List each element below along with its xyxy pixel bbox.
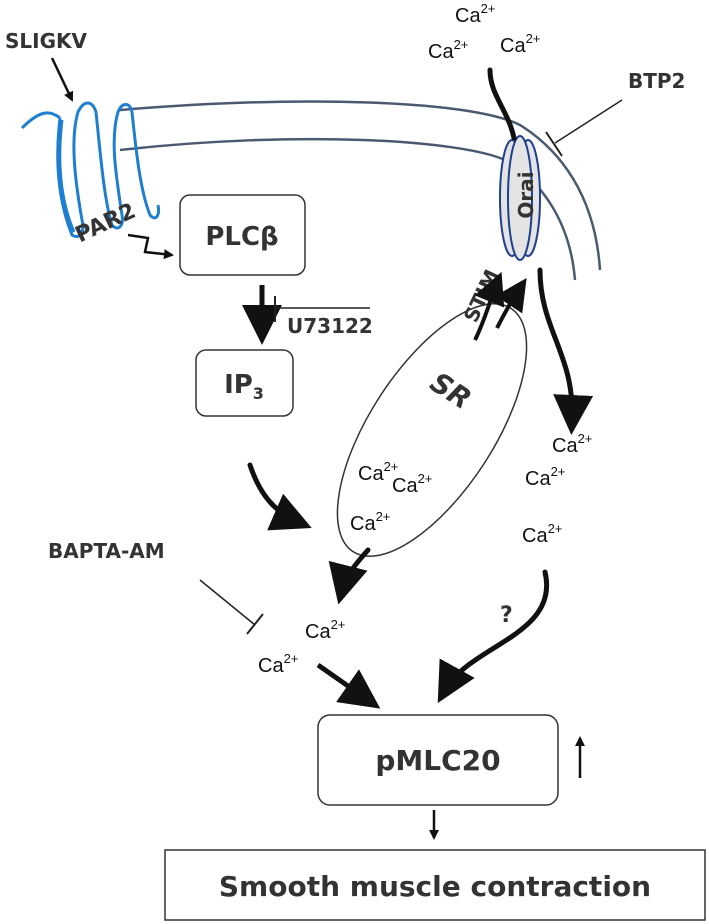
extracellular-calcium-group: Ca2+ Ca2+ Ca2+: [428, 1, 540, 63]
cytosolic-calcium-left: Ca2+ Ca2+: [258, 617, 345, 677]
ext-ca-2: Ca2+: [428, 37, 468, 63]
plcb-box: [179, 194, 306, 276]
btp2-label: BTP2: [628, 69, 685, 93]
right-ca-2: Ca2+: [525, 464, 565, 490]
ip3-main-text: IP: [224, 370, 253, 400]
orai-label: Orai: [514, 171, 538, 218]
u73122-inhibitor: [274, 296, 370, 322]
stim-arrow-1: [473, 271, 505, 341]
right-calcium-to-pmlc-arrow: [437, 569, 550, 704]
contraction-label: Smooth muscle contraction: [219, 870, 651, 903]
sr-ca-1: Ca2+: [358, 459, 398, 485]
par2-receptor: [20, 101, 160, 238]
plcb-label: PLCβ: [205, 222, 278, 252]
sr-ca-2: Ca2+: [392, 471, 432, 497]
ip3-subscript: 3: [253, 384, 264, 403]
orai-to-cytosol-arrow: [537, 267, 594, 435]
ip3-label: IP3: [224, 370, 264, 403]
ip3-box: [195, 349, 294, 417]
cytosolic-calcium-right: Ca2+ Ca2+ Ca2+: [522, 431, 592, 547]
left-calcium-to-pmlc-arrow: [316, 662, 381, 709]
right-ca-1: Ca2+: [552, 431, 592, 457]
contraction-box: [164, 849, 706, 921]
cell-membrane: [119, 100, 602, 281]
sligkv-label: SLIGKV: [5, 29, 88, 53]
calcium-influx-line: [487, 67, 517, 141]
ext-ca-1: Ca2+: [455, 1, 495, 27]
btp2-inhibitor: [545, 99, 623, 157]
left-ca-2: Ca2+: [258, 651, 298, 677]
ext-ca-3: Ca2+: [500, 31, 540, 57]
par2-to-plcb-arrow: [127, 233, 174, 260]
right-ca-3: Ca2+: [522, 521, 562, 547]
bapta-label: BAPTA-AM: [48, 539, 165, 563]
ip3-to-sr-arrow: [247, 462, 312, 531]
membrane-outer-line: [119, 100, 602, 271]
u73122-label: U73122: [287, 314, 373, 338]
pmlc20-label: pMLC20: [375, 744, 500, 777]
left-ca-1: Ca2+: [305, 617, 345, 643]
orai-channel: [499, 135, 541, 261]
question-mark: ?: [500, 603, 513, 628]
sr-ca-3: Ca2+: [350, 509, 390, 535]
bapta-inhibitor: [199, 579, 264, 635]
sr-release-arrow: [328, 547, 371, 605]
stim-arrow-2: [495, 278, 527, 329]
sligkv-arrow: [50, 57, 74, 102]
par2-label: PAR2: [72, 199, 140, 248]
pmlc20-box: [317, 714, 559, 806]
membrane-inner-line: [119, 137, 577, 281]
sr-calcium-group: Ca2+ Ca2+ Ca2+: [350, 459, 432, 535]
